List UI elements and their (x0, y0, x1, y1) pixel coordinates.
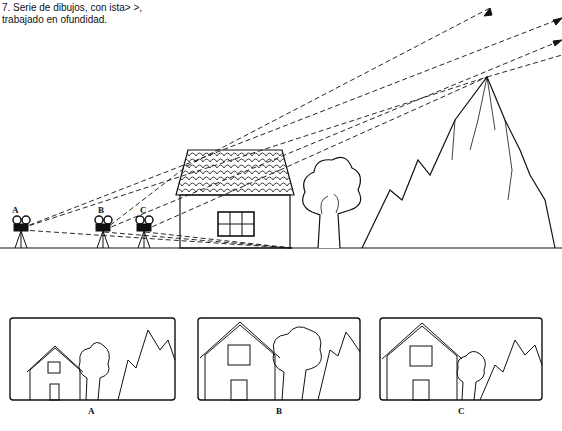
view-label: C (458, 406, 465, 416)
view-label: B (98, 205, 104, 215)
view-label: B (276, 406, 282, 416)
view-label: A (12, 205, 19, 215)
figure-caption: 7. Serie de dibujos, con ista> >, trabaj… (2, 2, 152, 26)
view-label: A (88, 406, 95, 416)
view-label: C (140, 205, 147, 215)
